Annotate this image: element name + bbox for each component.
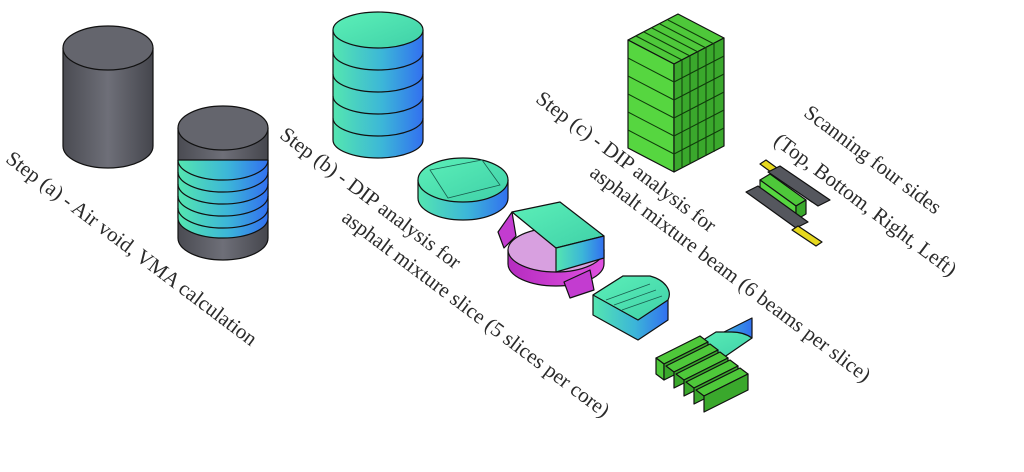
- sliced-beams: [655, 317, 753, 413]
- cut-slice: [497, 201, 605, 299]
- beam-stack: [627, 13, 725, 173]
- slice-stack: [332, 11, 424, 159]
- core-specimen-gray: [62, 25, 154, 169]
- core-specimen-striped: [177, 105, 269, 261]
- beam-scanning: [745, 159, 831, 247]
- single-slice: [417, 157, 509, 221]
- trimmed-slice: [592, 275, 670, 341]
